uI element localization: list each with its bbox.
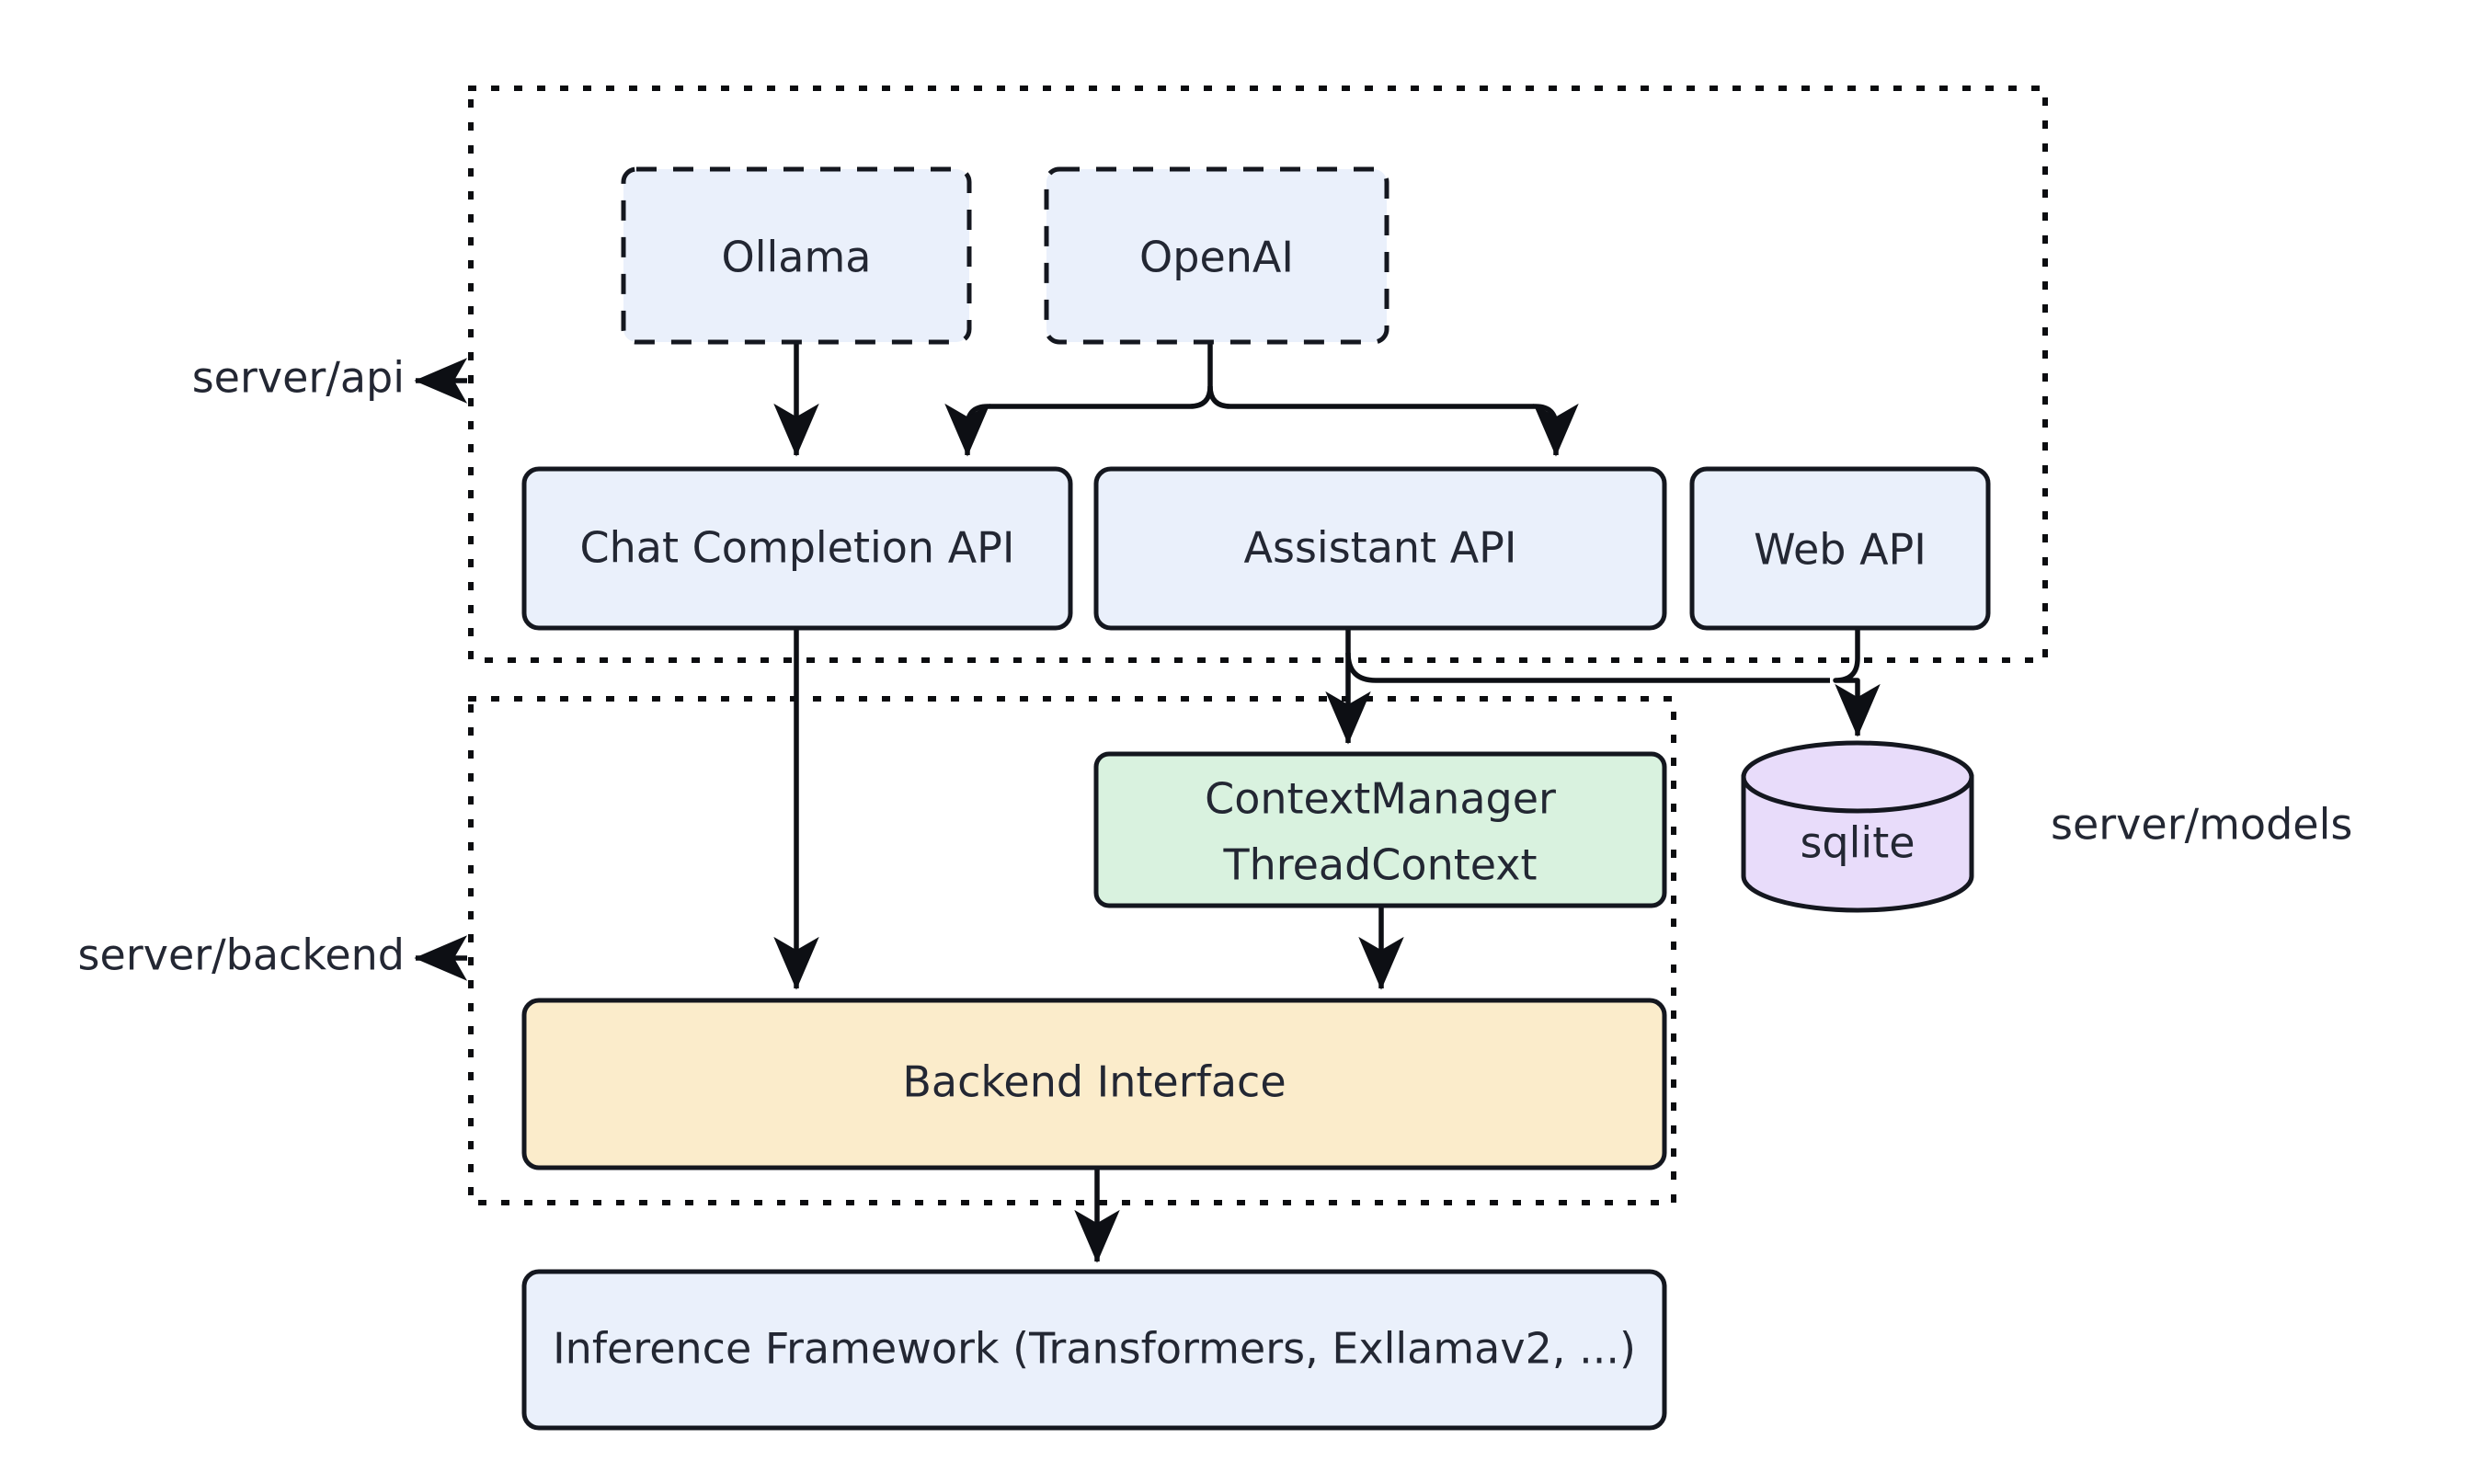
node-web-api-label: Web API bbox=[1754, 525, 1927, 575]
node-inference-framework-box[interactable] bbox=[521, 1269, 1667, 1431]
edge-assistant-api-to-sqlite bbox=[1345, 652, 1830, 683]
group-label-server-backend: server/backend bbox=[78, 930, 405, 980]
node-assistant-api-label: Assistant API bbox=[1244, 523, 1517, 573]
node-sqlite-label: sqlite bbox=[1800, 818, 1915, 868]
node-backend-interface-box[interactable] bbox=[521, 998, 1667, 1170]
group-server-api-container bbox=[468, 86, 2048, 663]
node-context-manager-label-line2: ThreadContext bbox=[1222, 840, 1537, 890]
group-label-server-models: server/models bbox=[2051, 800, 2352, 850]
node-inference-framework-label: Inference Framework (Transformers, Exlla… bbox=[553, 1324, 1636, 1374]
node-web-api-box[interactable] bbox=[1689, 466, 1991, 631]
node-ollama-box[interactable] bbox=[621, 166, 972, 345]
edge-web-api-to-sqlite bbox=[1833, 628, 1881, 737]
group-server-backend-container bbox=[468, 696, 1676, 1205]
node-context-manager-box[interactable] bbox=[1093, 751, 1667, 908]
node-ollama-label: Ollama bbox=[722, 233, 872, 282]
edge-openai-to-assistant-api bbox=[1207, 385, 1579, 457]
sqlite-cylinder-top bbox=[1741, 740, 1974, 814]
node-assistant-api-box[interactable] bbox=[1093, 466, 1667, 631]
node-chat-completion-api-box[interactable] bbox=[521, 466, 1073, 631]
node-backend-interface-label: Backend Interface bbox=[902, 1057, 1286, 1107]
node-openai-label: OpenAI bbox=[1139, 233, 1294, 282]
node-context-manager-label-line1: ContextManager bbox=[1205, 774, 1556, 824]
sqlite-cylinder-body bbox=[1741, 774, 1974, 913]
node-chat-completion-api-label: Chat Completion API bbox=[580, 523, 1015, 573]
node-sqlite-cylinder[interactable] bbox=[1741, 740, 1974, 913]
node-openai-box[interactable] bbox=[1044, 166, 1389, 345]
group-label-server-api: server/api bbox=[192, 353, 405, 403]
edge-openai-to-chat-api bbox=[944, 385, 1213, 457]
